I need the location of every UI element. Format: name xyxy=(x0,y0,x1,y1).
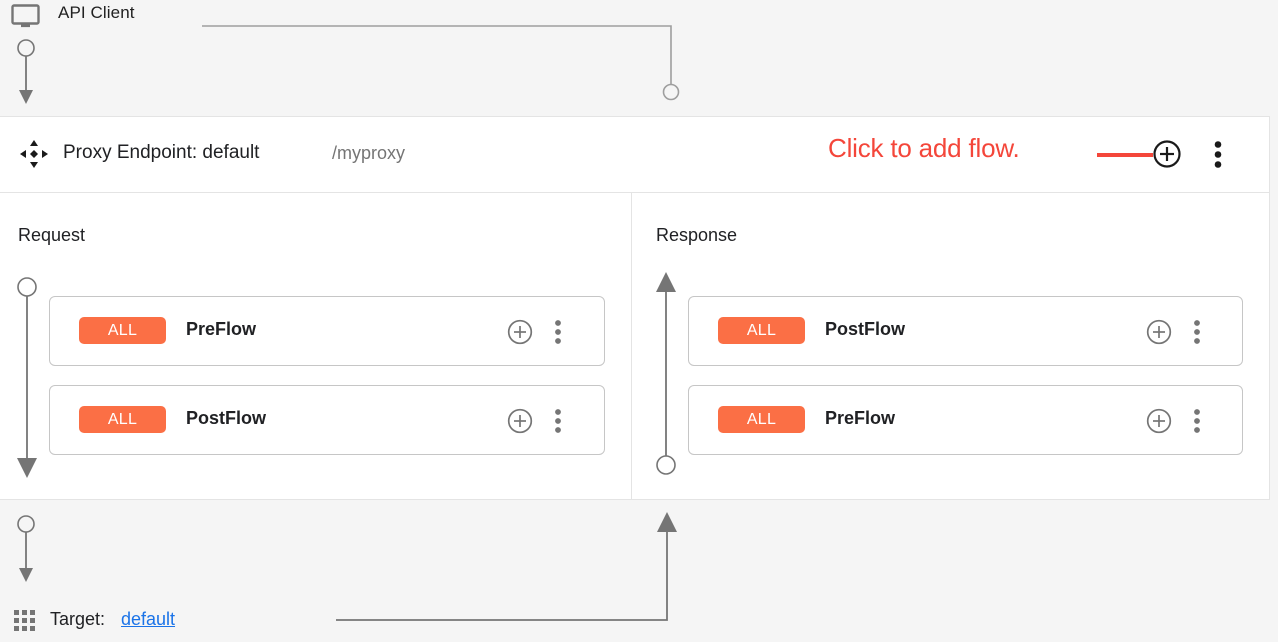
add-flow-button[interactable] xyxy=(1152,139,1182,169)
more-vertical-icon[interactable] xyxy=(1190,409,1204,433)
flow-card[interactable]: ALL PreFlow xyxy=(688,385,1243,455)
flow-name: PostFlow xyxy=(186,408,266,428)
grid-icon xyxy=(14,610,35,631)
flow-card[interactable]: ALL PostFlow xyxy=(49,385,605,455)
flow-name: PostFlow xyxy=(825,319,905,339)
move-icon[interactable] xyxy=(19,139,49,169)
add-step-icon[interactable] xyxy=(1146,408,1172,434)
add-step-icon[interactable] xyxy=(507,408,533,434)
response-column-title: Response xyxy=(656,225,738,245)
proxy-endpoint-header xyxy=(0,117,1269,193)
add-step-icon[interactable] xyxy=(507,319,533,345)
more-vertical-icon[interactable] xyxy=(1210,141,1226,168)
more-vertical-icon[interactable] xyxy=(1190,320,1204,344)
proxy-endpoint-title: Proxy Endpoint: default xyxy=(63,142,260,163)
annotation-click-to-add-flow: Click to add flow. xyxy=(828,133,1020,163)
monitor-icon xyxy=(11,4,40,28)
api-client-label: API Client xyxy=(58,3,135,22)
proxy-endpoint-path: /myproxy xyxy=(332,143,406,163)
flow-name: PreFlow xyxy=(186,319,257,339)
flow-badge: ALL xyxy=(718,406,805,433)
annotation-leader-line xyxy=(1097,153,1153,157)
flow-name: PreFlow xyxy=(825,408,896,428)
flow-badge: ALL xyxy=(718,317,805,344)
more-vertical-icon[interactable] xyxy=(551,320,565,344)
add-step-icon[interactable] xyxy=(1146,319,1172,345)
api-client-band: API Client xyxy=(0,0,1278,116)
column-divider xyxy=(631,192,632,499)
flow-badge: ALL xyxy=(79,317,166,344)
target-band xyxy=(0,500,1278,642)
target-default-link[interactable]: default xyxy=(121,609,176,629)
flow-card[interactable]: ALL PreFlow xyxy=(49,296,605,366)
request-column-title: Request xyxy=(18,225,86,245)
target-label: Target: xyxy=(50,609,106,629)
flow-badge: ALL xyxy=(79,406,166,433)
flow-card[interactable]: ALL PostFlow xyxy=(688,296,1243,366)
more-vertical-icon[interactable] xyxy=(551,409,565,433)
